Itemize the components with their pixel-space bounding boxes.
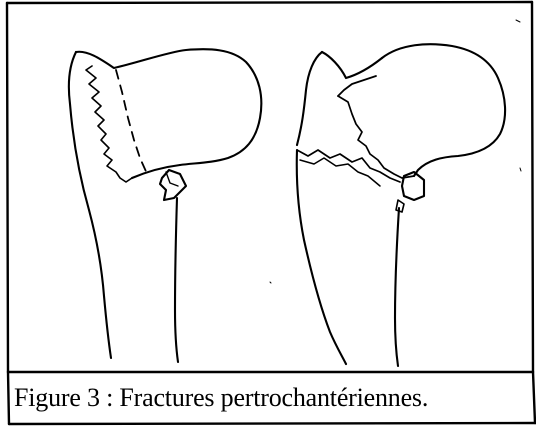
left-femur-neck-top [76, 49, 261, 165]
left-femur-medial-cortex [175, 198, 178, 362]
right-head-fragment-edge [338, 76, 376, 96]
right-femur [297, 44, 505, 366]
right-fracture-displaced-line [297, 150, 400, 182]
right-femur-lateral-cortex [297, 150, 346, 364]
left-fracture-dashed [116, 70, 148, 176]
left-lesser-trochanter-detail [166, 172, 178, 186]
figure-frame [7, 2, 536, 424]
left-fracture-zigzag [86, 66, 132, 182]
right-femur-trochanter-top [322, 52, 382, 78]
figure-caption: Figure 3 : Fractures pertrochantériennes… [14, 381, 530, 415]
left-femur-lateral-cortex [69, 52, 111, 358]
right-femur-medial-cortex [395, 208, 399, 366]
right-lesser-trochanter-tip [396, 200, 404, 212]
right-femur-head [382, 44, 505, 176]
left-lesser-trochanter-fragment [160, 170, 186, 200]
right-femur-trochanter [297, 52, 322, 145]
right-fracture-inner-line [300, 158, 380, 186]
left-femur [69, 49, 262, 362]
